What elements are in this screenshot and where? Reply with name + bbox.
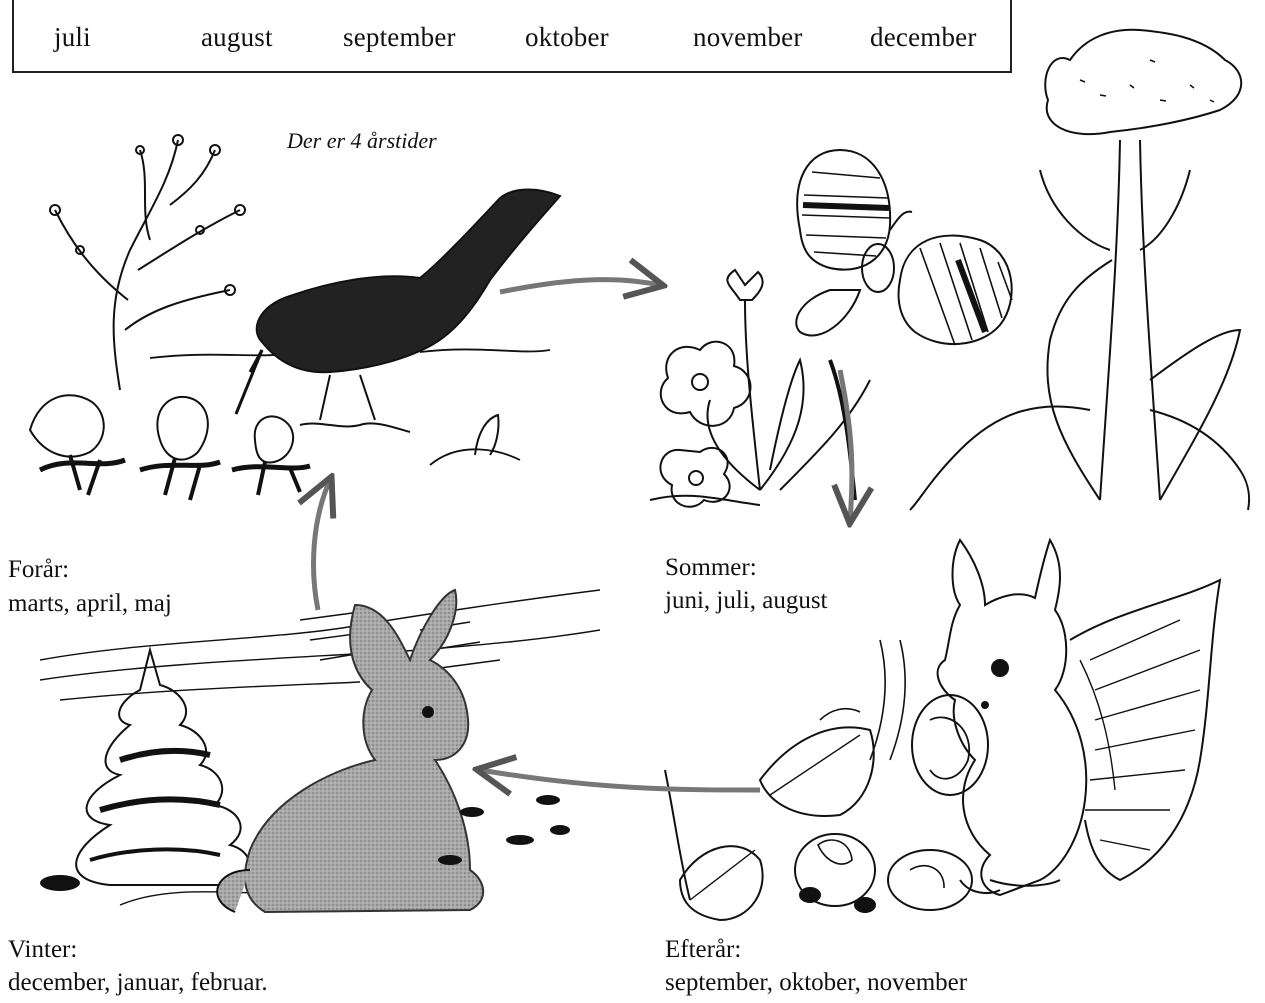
season-winter-name: Vinter: (8, 935, 77, 965)
twig-bush (50, 135, 245, 390)
acorns (795, 834, 972, 912)
fir-tree (76, 650, 249, 885)
season-spring-name: Forår: (8, 555, 69, 585)
season-winter-months: december, januar, februar. (8, 968, 268, 998)
summer-illustration (650, 30, 1249, 510)
blackbird (236, 190, 560, 433)
season-summer-name: Sommer: (665, 553, 757, 583)
spring-illustration (30, 135, 560, 500)
season-summer-months: juni, juli, august (665, 586, 828, 616)
butterfly (796, 150, 1012, 345)
arrow-spring-to-summer (500, 280, 660, 292)
winter-illustration (40, 590, 600, 912)
season-autumn-months: september, oktober, november (665, 968, 967, 998)
fallen-leaves (665, 640, 905, 920)
arrow-winter-to-spring (314, 480, 330, 610)
primrose-flowers (650, 270, 870, 507)
season-autumn-name: Efterår: (665, 935, 741, 965)
squirrel (912, 540, 1220, 895)
season-spring-months: marts, april, maj (8, 589, 172, 619)
arrow-summer-to-autumn (840, 370, 852, 520)
crocus-flowers (30, 395, 310, 500)
arrow-autumn-to-winter (480, 770, 760, 790)
